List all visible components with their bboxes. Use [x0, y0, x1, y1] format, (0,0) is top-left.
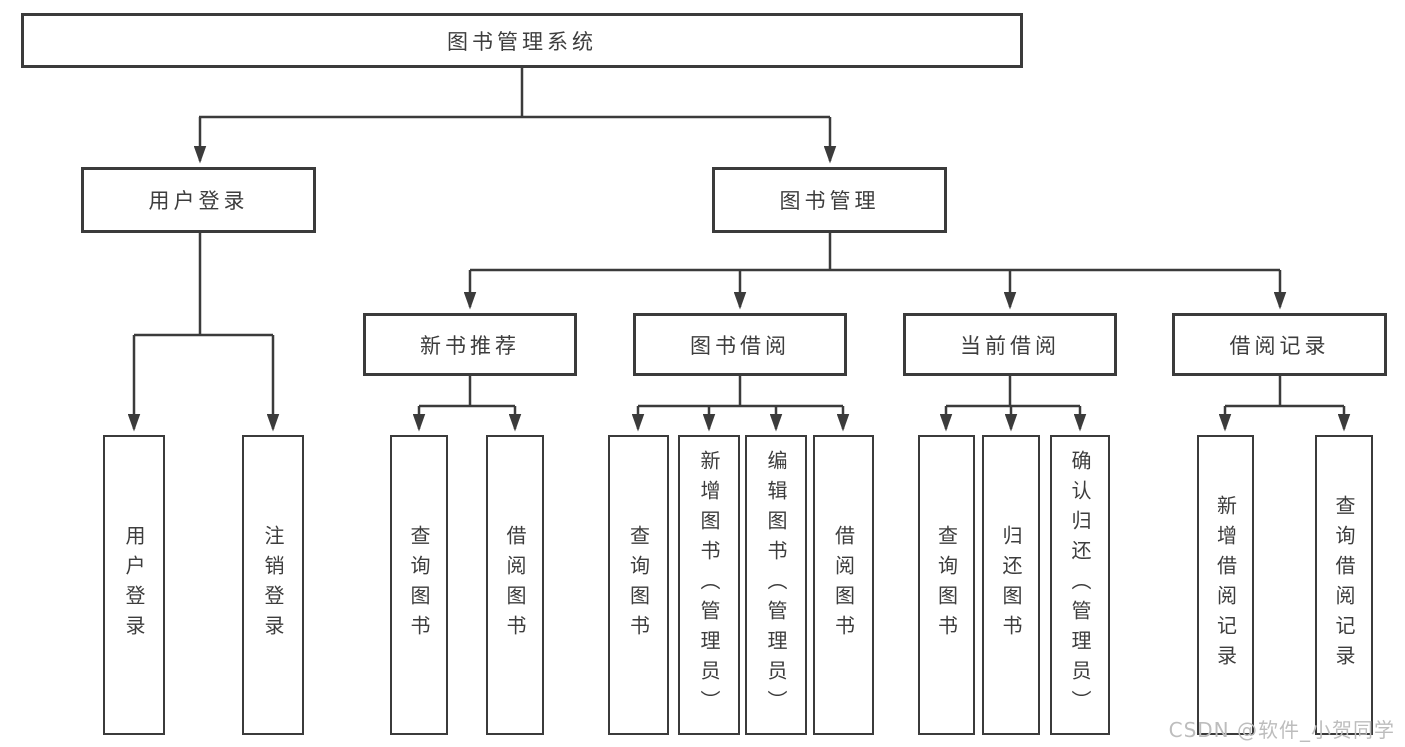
node-book-management-label: 图书管理: [779, 189, 880, 213]
node-user-login: 用户登录: [81, 167, 316, 233]
node-root: 图书管理系统: [21, 13, 1023, 68]
node-nbr-borrow-books-label: 借阅图书: [503, 525, 527, 645]
node-logout-label: 注销登录: [261, 525, 285, 645]
node-br-query-record: 查询借阅记录: [1315, 435, 1373, 735]
node-bb-add-books-admin: 新增图书（管理员）: [678, 435, 740, 735]
node-bb-add-books-admin-label: 新增图书（管理员）: [697, 450, 721, 720]
node-bb-query-books: 查询图书: [608, 435, 669, 735]
node-br-add-record-label: 新增借阅记录: [1213, 495, 1238, 675]
node-current-borrowing-label: 当前借阅: [960, 333, 1060, 358]
node-cb-return-books-label: 归还图书: [999, 525, 1023, 645]
node-new-book-recommend-label: 新书推荐: [420, 333, 520, 358]
node-cb-confirm-return-admin: 确认归还（管理员）: [1050, 435, 1110, 735]
node-book-management: 图书管理: [712, 167, 947, 233]
node-login: 用户登录: [103, 435, 165, 735]
node-current-borrowing: 当前借阅: [903, 313, 1117, 376]
node-cb-return-books: 归还图书: [982, 435, 1040, 735]
node-logout: 注销登录: [242, 435, 304, 735]
node-cb-query-books-label: 查询图书: [934, 525, 959, 645]
node-book-borrowing: 图书借阅: [633, 313, 847, 376]
node-bb-query-books-label: 查询图书: [626, 525, 651, 645]
node-root-label: 图书管理系统: [447, 29, 597, 54]
node-cb-confirm-return-admin-label: 确认归还（管理员）: [1068, 450, 1092, 720]
node-bb-edit-books-admin-label: 编辑图书（管理员）: [764, 450, 788, 720]
node-br-add-record: 新增借阅记录: [1197, 435, 1254, 735]
node-borrowing-records-label: 借阅记录: [1229, 333, 1330, 358]
node-borrowing-records: 借阅记录: [1172, 313, 1387, 376]
node-book-borrowing-label: 图书借阅: [690, 333, 790, 358]
node-nbr-query-books: 查询图书: [390, 435, 448, 735]
node-nbr-borrow-books: 借阅图书: [486, 435, 544, 735]
node-new-book-recommend: 新书推荐: [363, 313, 577, 376]
node-nbr-query-books-label: 查询图书: [407, 525, 431, 645]
node-user-login-label: 用户登录: [148, 189, 249, 213]
node-login-label: 用户登录: [122, 525, 146, 645]
node-cb-query-books: 查询图书: [918, 435, 975, 735]
csdn-watermark: CSDN @软件_小贺同学: [1168, 718, 1395, 742]
node-bb-edit-books-admin: 编辑图书（管理员）: [745, 435, 807, 735]
node-bb-borrow-books-label: 借阅图书: [831, 525, 856, 645]
node-bb-borrow-books: 借阅图书: [813, 435, 874, 735]
node-br-query-record-label: 查询借阅记录: [1332, 495, 1356, 675]
